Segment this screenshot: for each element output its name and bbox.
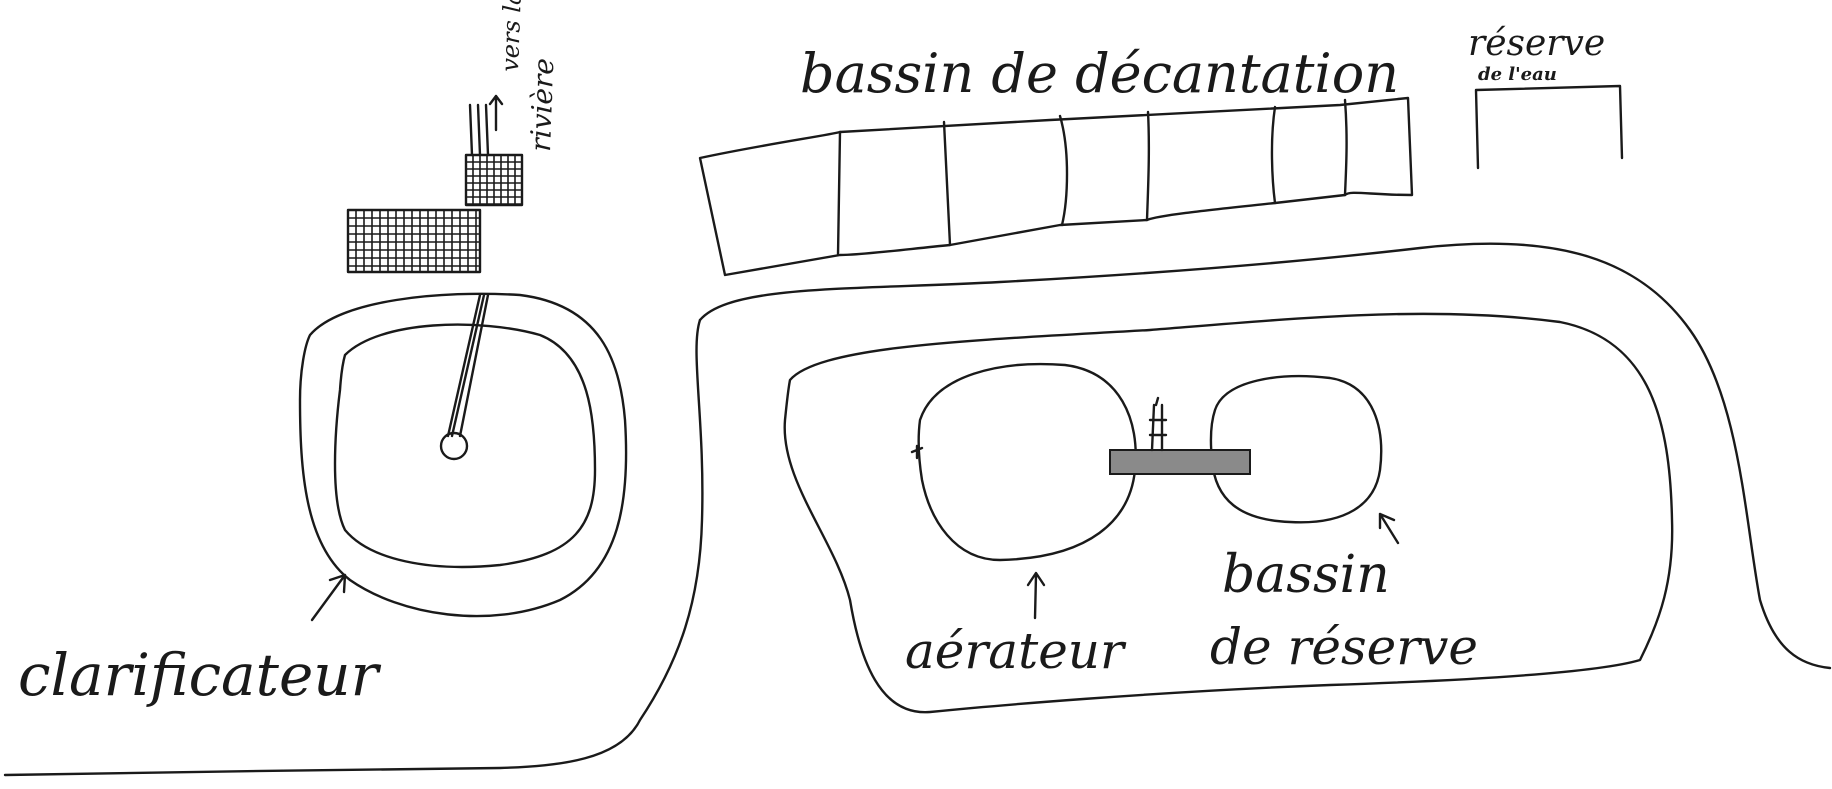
label-riviere-bottom: rivière [524, 58, 560, 153]
label-aerateur: aérateur [905, 622, 1127, 680]
connecting-walkway [1109, 449, 1251, 475]
outlet-arrow-icon [488, 94, 504, 132]
station-enclosure-outer [698, 242, 1832, 670]
label-bassin-reserve-top: bassin [1222, 545, 1390, 605]
clarificateur-outer-ring [298, 292, 628, 618]
grille-large [346, 208, 482, 274]
reserve-eau-box [1474, 84, 1624, 170]
clarificateur-hub [439, 431, 469, 461]
walkway-structure [1148, 396, 1168, 452]
label-riviere-top: vers la [496, 0, 527, 72]
clarificateur-inner [333, 323, 597, 569]
label-reserve-eau-top: réserve [1468, 23, 1605, 64]
clarificateur-pipe [446, 293, 490, 438]
clarificateur-arrow-icon [310, 573, 347, 622]
aerateur-arrow-icon [1026, 571, 1046, 620]
label-bassin-decantation: bassin de décantation [800, 42, 1399, 105]
ground-boundary-left [3, 318, 704, 777]
grille-small [464, 153, 524, 207]
outlet-pipe [468, 103, 490, 157]
station-enclosure-inner [783, 312, 1674, 714]
bassin-reserve-arrow-icon [1378, 512, 1400, 545]
aerateur-basin [917, 362, 1137, 562]
bassin-decantation [698, 96, 1414, 277]
label-reserve-eau-bottom: de l'eau [1478, 64, 1557, 85]
label-clarificateur: clarificateur [18, 641, 382, 709]
label-bassin-reserve-bottom: de réserve [1210, 618, 1478, 676]
aerateur-inlet-mark [910, 444, 924, 460]
